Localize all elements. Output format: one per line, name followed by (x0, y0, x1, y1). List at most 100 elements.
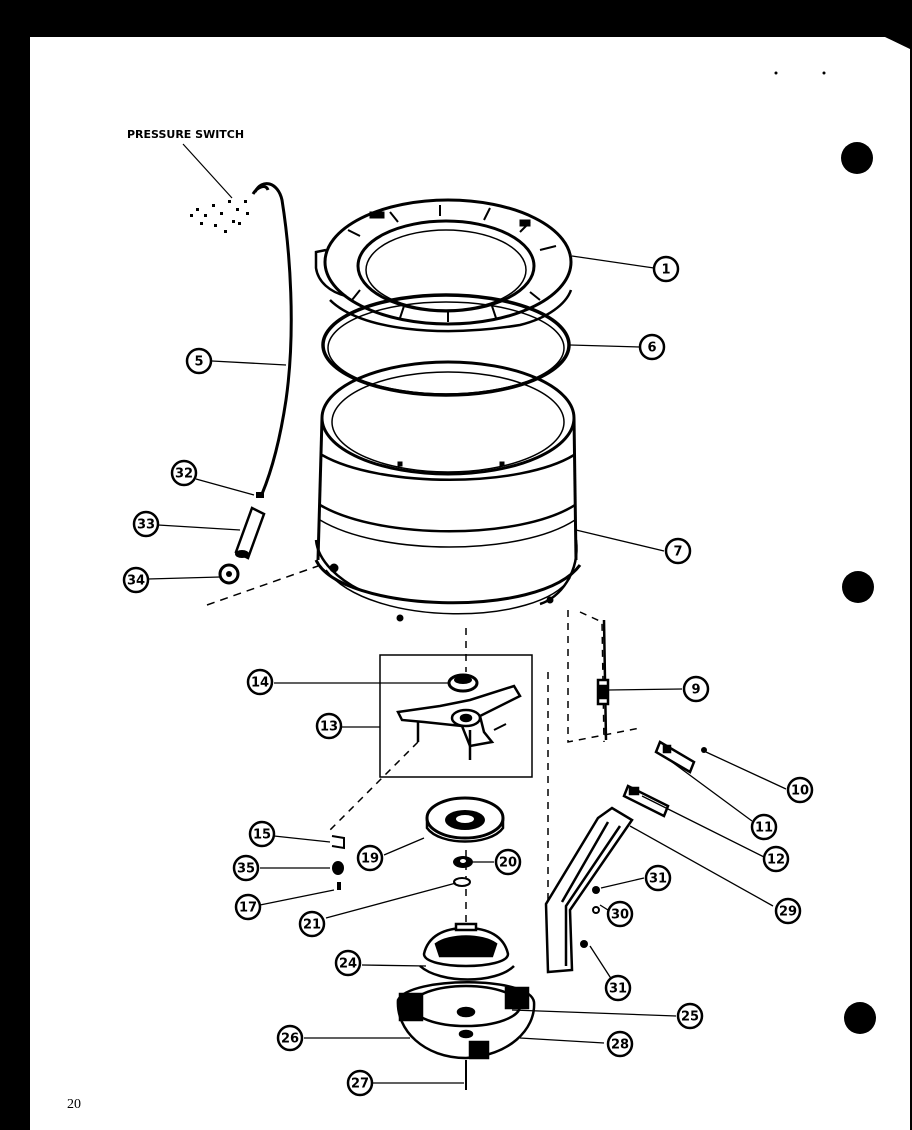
callout-number: 12 (767, 853, 785, 868)
screw-10-part (701, 747, 707, 753)
callout-number: 32 (175, 467, 193, 482)
callout-21: 21 (298, 910, 326, 938)
callout-circle (246, 668, 274, 696)
callout-circle (346, 1069, 374, 1097)
callout-35: 35 (232, 854, 260, 882)
callout-33: 33 (132, 510, 160, 538)
leg-29-part (544, 806, 634, 974)
callout-30: 30 (606, 900, 634, 928)
callout-circle (774, 897, 802, 925)
callout-circle (786, 776, 814, 804)
washer-30-part (592, 906, 600, 914)
callout-number: 26 (281, 1032, 299, 1047)
callout-circle (676, 1002, 704, 1030)
pressure-hose-part (253, 182, 293, 495)
page-number: 20 (67, 1097, 81, 1112)
callout-1: 1 (652, 255, 680, 283)
callout-10: 10 (786, 776, 814, 804)
plate-12-part (622, 784, 670, 818)
callout-34: 34 (122, 566, 150, 594)
part-13-frame (379, 654, 533, 778)
callout-number: 15 (253, 828, 271, 843)
callout-26: 26 (276, 1024, 304, 1052)
speck (822, 71, 826, 75)
callout-5: 5 (185, 347, 213, 375)
nut-35-part (332, 861, 344, 875)
callout-number: 17 (239, 901, 257, 916)
callout-11: 11 (750, 813, 778, 841)
grommet-part (218, 563, 240, 585)
callout-number: 9 (691, 683, 700, 698)
callout-circle (315, 712, 343, 740)
callout-28: 28 (606, 1030, 634, 1058)
bearing-14-part (447, 673, 479, 693)
callout-circle (494, 848, 522, 876)
callout-number: 10 (791, 784, 809, 799)
callout-27: 27 (346, 1069, 374, 1097)
air-dome-part (234, 506, 266, 560)
callout-circle (762, 845, 790, 873)
screw-31-part (580, 940, 588, 948)
callout-circle (606, 1030, 634, 1058)
binder-hole-middle (842, 571, 874, 603)
callout-circle (132, 510, 160, 538)
callout-number: 6 (647, 341, 656, 356)
callout-circle (644, 864, 672, 892)
callout-number: 31 (649, 872, 667, 887)
callout-number: 20 (499, 856, 517, 871)
callout-13: 13 (315, 712, 343, 740)
callout-circle (750, 813, 778, 841)
pressure-switch-leader (182, 143, 233, 199)
mount-24-part (419, 922, 515, 981)
callout-circle (356, 844, 384, 872)
base-28-part (396, 981, 536, 1060)
callout-number: 19 (361, 852, 379, 867)
callout-19: 19 (356, 844, 384, 872)
callout-circle (334, 949, 362, 977)
callout-circle (234, 893, 262, 921)
spider-13-part (396, 684, 522, 760)
callout-circle (248, 820, 276, 848)
callout-number: 28 (611, 1038, 629, 1053)
callout-circle (185, 347, 213, 375)
callout-number: 25 (681, 1010, 699, 1025)
callout-circle (682, 675, 710, 703)
callout-number: 21 (303, 918, 321, 933)
callout-12: 12 (762, 845, 790, 873)
callout-number: 5 (194, 355, 203, 370)
screw-31-part (592, 886, 600, 894)
callout-32: 32 (170, 459, 198, 487)
callout-number: 11 (755, 821, 773, 836)
callout-14: 14 (246, 668, 274, 696)
callout-number: 7 (673, 545, 682, 560)
binder-hole-bottom (844, 1002, 876, 1034)
callout-number: 29 (779, 905, 797, 920)
callout-number: 27 (351, 1077, 369, 1092)
callout-25: 25 (676, 1002, 704, 1030)
callout-number: 34 (127, 574, 145, 589)
callout-circle (170, 459, 198, 487)
corner-mark (885, 37, 912, 50)
callout-number: 13 (320, 720, 338, 735)
callout-number: 24 (339, 957, 357, 972)
plate-11-part (654, 740, 696, 774)
callout-number: 1 (661, 263, 670, 278)
callout-circle (664, 537, 692, 565)
callout-24: 24 (334, 949, 362, 977)
outer-tub-part (314, 360, 582, 622)
callout-circle (606, 900, 634, 928)
callout-9: 9 (682, 675, 710, 703)
callout-20: 20 (494, 848, 522, 876)
bracket-9-part (596, 619, 610, 741)
callout-7: 7 (664, 537, 692, 565)
speck (774, 71, 778, 75)
callout-circle (298, 910, 326, 938)
callout-17: 17 (234, 893, 262, 921)
callout-31: 31 (644, 864, 672, 892)
callout-number: 30 (611, 908, 629, 923)
pulley-19-part (425, 796, 505, 843)
pressure-switch-title: PRESSURE SWITCH (127, 128, 244, 141)
screw-17-part (337, 882, 341, 890)
